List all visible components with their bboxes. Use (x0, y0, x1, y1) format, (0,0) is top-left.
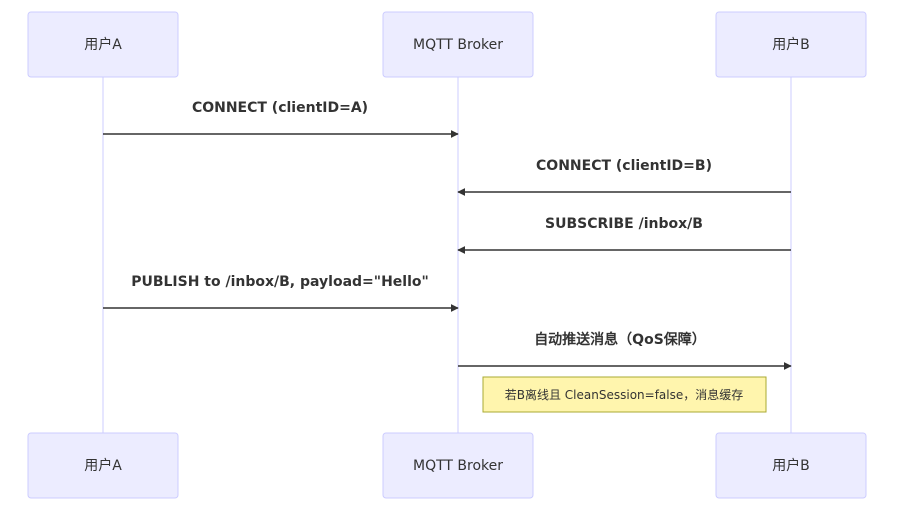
participant-label: 用户A (84, 36, 122, 53)
message-connect-b: CONNECT (clientID=B) (457, 158, 791, 196)
participant-label: MQTT Broker (413, 458, 503, 474)
note-label: 若B离线且 CleanSession=false，消息缓存 (505, 387, 744, 402)
participant-user-a-bottom: 用户A (27, 432, 179, 499)
participant-user-b-top: 用户B (715, 11, 867, 78)
message-label: SUBSCRIBE /inbox/B (545, 216, 703, 232)
message-subscribe: SUBSCRIBE /inbox/B (457, 216, 791, 254)
message-label: CONNECT (clientID=B) (536, 158, 712, 174)
participant-label: 用户B (772, 36, 810, 53)
participant-mqtt-broker-bottom: MQTT Broker (382, 432, 534, 499)
message-publish: PUBLISH to /inbox/B, payload="Hello" (103, 274, 459, 312)
participant-label: MQTT Broker (413, 37, 503, 53)
participant-user-a-top: 用户A (27, 11, 179, 78)
message-push: 自动推送消息（QoS保障） (458, 331, 792, 370)
message-connect-a: CONNECT (clientID=A) (103, 100, 459, 138)
participant-mqtt-broker-top: MQTT Broker (382, 11, 534, 78)
message-label: 自动推送消息（QoS保障） (534, 331, 706, 348)
note-offline-cache: 若B离线且 CleanSession=false，消息缓存 (482, 376, 767, 413)
participant-label: 用户A (84, 457, 122, 474)
participant-label: 用户B (772, 457, 810, 474)
message-label: CONNECT (clientID=A) (192, 100, 368, 116)
participant-user-b-bottom: 用户B (715, 432, 867, 499)
message-label: PUBLISH to /inbox/B, payload="Hello" (131, 274, 429, 290)
